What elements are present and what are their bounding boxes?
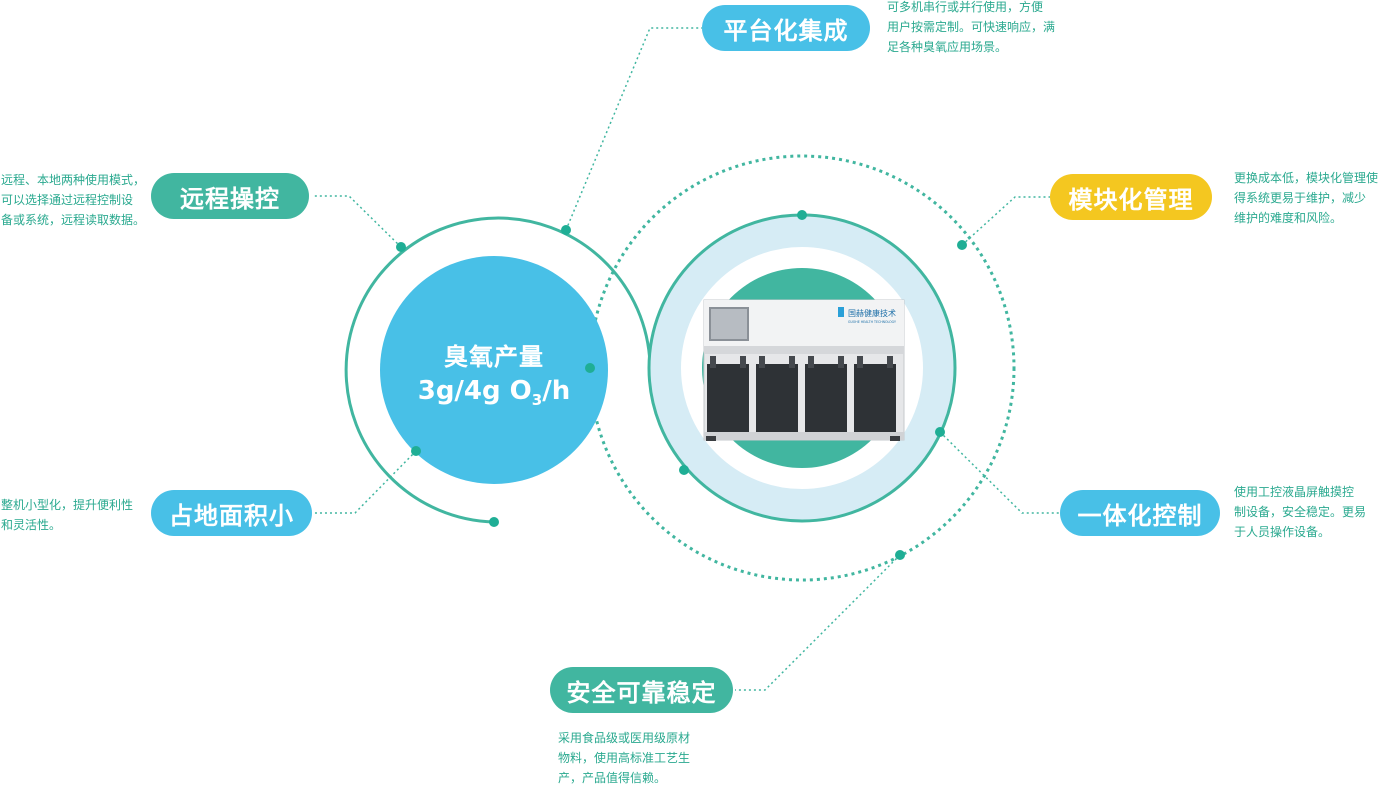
desc-line: 和灵活性。 <box>1 518 62 532</box>
connector-compact <box>312 450 417 514</box>
desc-line: 使用工控液晶屏触摸控 <box>1234 485 1355 499</box>
feature-pill-compact: 占地面积小 <box>151 490 312 536</box>
desc-line: 可多机串行或并行使用，方便 <box>887 0 1044 14</box>
feature-desc-platform: 可多机串行或并行使用，方便 用户按需定制。可快速响应，满 足各种臭氧应用场景。 <box>887 0 1055 57</box>
connector-modular <box>961 196 1050 246</box>
feature-pill-safety: 安全可靠稳定 <box>550 667 733 713</box>
center-value: 3g/4g O3/h <box>380 374 608 417</box>
dot-integrated <box>935 427 945 437</box>
feature-pill-remote: 远程操控 <box>151 173 309 219</box>
desc-line: 整机小型化，提升便利性 <box>1 498 134 512</box>
desc-line: 远程、本地两种使用模式， <box>1 173 146 187</box>
desc-line: 维护的难度和风险。 <box>1234 211 1343 225</box>
desc-line: 采用食品级或医用级原材 <box>558 731 691 745</box>
center-title: 臭氧产量 <box>444 343 544 371</box>
dot-ring-top <box>797 210 807 220</box>
desc-line: 制设备，安全稳定。更易 <box>1234 505 1367 519</box>
center-circle <box>380 256 608 484</box>
desc-line: 得系统更易于维护，减少 <box>1234 191 1367 205</box>
device-brand-en: GUOHE HEALTH TECHNOLOGY <box>848 320 896 324</box>
dot-remote <box>396 242 406 252</box>
feature-desc-integrated: 使用工控液晶屏触摸控 制设备，安全稳定。更易 于人员操作设备。 <box>1234 482 1366 542</box>
connector-platform <box>565 27 702 231</box>
center-label: 臭氧产量 3g/4g O3/h <box>380 340 608 417</box>
device-brand: 国赫健康技术 <box>848 308 896 318</box>
left-ring-arc <box>344 216 652 524</box>
feature-desc-remote: 远程、本地两种使用模式， 可以选择通过远程控制设 备或系统，远程读取数据。 <box>1 170 145 230</box>
feature-pill-modular: 模块化管理 <box>1050 174 1212 220</box>
dot-platform <box>561 225 571 235</box>
dot-ring-left <box>679 465 689 475</box>
device-brand-logo <box>838 307 844 317</box>
dot-compact <box>411 446 421 456</box>
feature-pill-integrated: 一体化控制 <box>1060 490 1220 536</box>
connector-safety <box>735 554 901 691</box>
center-value-sub: 3 <box>531 391 543 409</box>
feature-desc-compact: 整机小型化，提升便利性 和灵活性。 <box>1 495 133 535</box>
dot-safety <box>895 550 905 560</box>
dot-center-right <box>585 363 595 373</box>
center-value-tail: /h <box>542 376 571 406</box>
desc-line: 产，产品值得信赖。 <box>558 771 667 785</box>
desc-line: 可以选择通过远程控制设 <box>1 193 134 207</box>
connector-remote <box>312 195 402 248</box>
dot-modular <box>957 240 967 250</box>
feature-desc-safety: 采用食品级或医用级原材 物料，使用高标准工艺生 产，产品值得信赖。 <box>558 728 690 788</box>
feature-desc-modular: 更换成本低，模块化管理使 得系统更易于维护，减少 维护的难度和风险。 <box>1234 168 1378 228</box>
light-band-ring <box>649 215 955 521</box>
desc-line: 足各种臭氧应用场景。 <box>887 40 1008 54</box>
desc-line: 更换成本低，模块化管理使 <box>1234 171 1379 185</box>
ozone-device-illustration: 国赫健康技术 GUOHE HEALTH TECHNOLOGY <box>703 299 905 441</box>
desc-line: 于人员操作设备。 <box>1234 525 1331 539</box>
dot-left-arc-end <box>489 517 499 527</box>
desc-line: 物料，使用高标准工艺生 <box>558 751 691 765</box>
desc-line: 用户按需定制。可快速响应，满 <box>887 20 1056 34</box>
feature-pill-platform: 平台化集成 <box>702 5 870 51</box>
connector-integrated <box>939 431 1060 514</box>
center-value-main: 3g/4g O <box>417 376 532 406</box>
desc-line: 备或系统，远程读取数据。 <box>1 213 146 227</box>
